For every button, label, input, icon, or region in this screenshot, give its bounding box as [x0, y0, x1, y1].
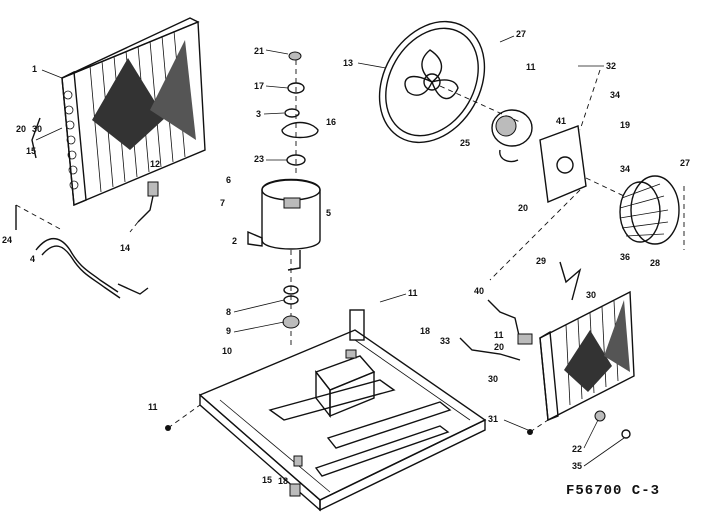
callout-7: 7 — [220, 198, 225, 208]
callouts: 1 20 30 15 12 14 24 4 21 17 3 16 23 6 7 … — [2, 29, 690, 486]
callout-35: 35 — [572, 461, 582, 471]
callout-16: 16 — [326, 117, 336, 127]
callout-24: 24 — [2, 235, 12, 245]
callout-4: 4 — [30, 254, 35, 264]
callout-34-mid: 34 — [620, 164, 630, 174]
callout-8: 8 — [226, 307, 231, 317]
base-pan — [198, 309, 487, 512]
callout-18-bottom: 18 — [278, 476, 288, 486]
callout-20-left: 20 — [16, 124, 26, 134]
callout-22: 22 — [572, 444, 582, 454]
callout-40: 40 — [474, 286, 484, 296]
condenser-coil-left — [61, 17, 206, 207]
callout-18: 18 — [420, 326, 430, 336]
callout-29: 29 — [536, 256, 546, 266]
capillary-tube — [459, 261, 582, 361]
mounting-hardware — [165, 404, 303, 497]
callout-30-right: 30 — [586, 290, 596, 300]
blower-wheel — [619, 175, 680, 245]
callout-30-left: 30 — [32, 124, 42, 134]
guide-lines-right — [489, 69, 685, 281]
callout-3: 3 — [256, 109, 261, 119]
fan-motor — [491, 109, 625, 204]
callout-32: 32 — [606, 61, 616, 71]
callout-9: 9 — [226, 326, 231, 336]
callout-11-right: 11 — [526, 62, 536, 72]
callout-13: 13 — [343, 58, 353, 68]
run-capacitor — [314, 349, 376, 419]
callout-25: 25 — [460, 138, 470, 148]
callout-23: 23 — [254, 154, 264, 164]
callout-11-top: 11 — [408, 288, 418, 298]
callout-21: 21 — [254, 46, 264, 56]
callout-19: 19 — [620, 120, 630, 130]
callout-5: 5 — [326, 208, 331, 218]
callout-34-top: 34 — [610, 90, 620, 100]
callout-11-right-low: 11 — [494, 330, 504, 340]
callout-6: 6 — [226, 175, 231, 185]
callout-31: 31 — [488, 414, 498, 424]
callout-11-left: 11 — [148, 402, 158, 412]
small-fasteners-right — [527, 410, 631, 439]
callout-27-right: 27 — [680, 158, 690, 168]
callout-15-bottom: 15 — [262, 475, 272, 485]
callout-1: 1 — [32, 64, 37, 74]
callout-12: 12 — [150, 159, 160, 169]
callout-20-low: 20 — [494, 342, 504, 352]
callout-2: 2 — [232, 236, 237, 246]
callout-26: 36 — [620, 252, 630, 262]
callout-27-top: 27 — [516, 29, 526, 39]
service-valve — [129, 181, 159, 233]
callout-28: 28 — [650, 258, 660, 268]
callout-20-right: 20 — [518, 203, 528, 213]
figure-id-label: F56700 C-3 — [566, 483, 660, 499]
callout-15-left: 15 — [26, 146, 36, 156]
coil-tube-bends — [63, 90, 79, 190]
evaporator-coil-right — [539, 290, 635, 422]
coil-bracket-left — [15, 117, 63, 231]
base-pan-channels — [268, 379, 452, 477]
callout-33: 33 — [440, 336, 450, 346]
callout-17: 17 — [254, 81, 264, 91]
callout-30-low: 30 — [488, 374, 498, 384]
discharge-tube — [35, 238, 149, 299]
callout-14: 14 — [120, 243, 130, 253]
callout-41: 41 — [556, 116, 566, 126]
callout-10: 10 — [222, 346, 232, 356]
compressor-assembly — [247, 51, 321, 345]
